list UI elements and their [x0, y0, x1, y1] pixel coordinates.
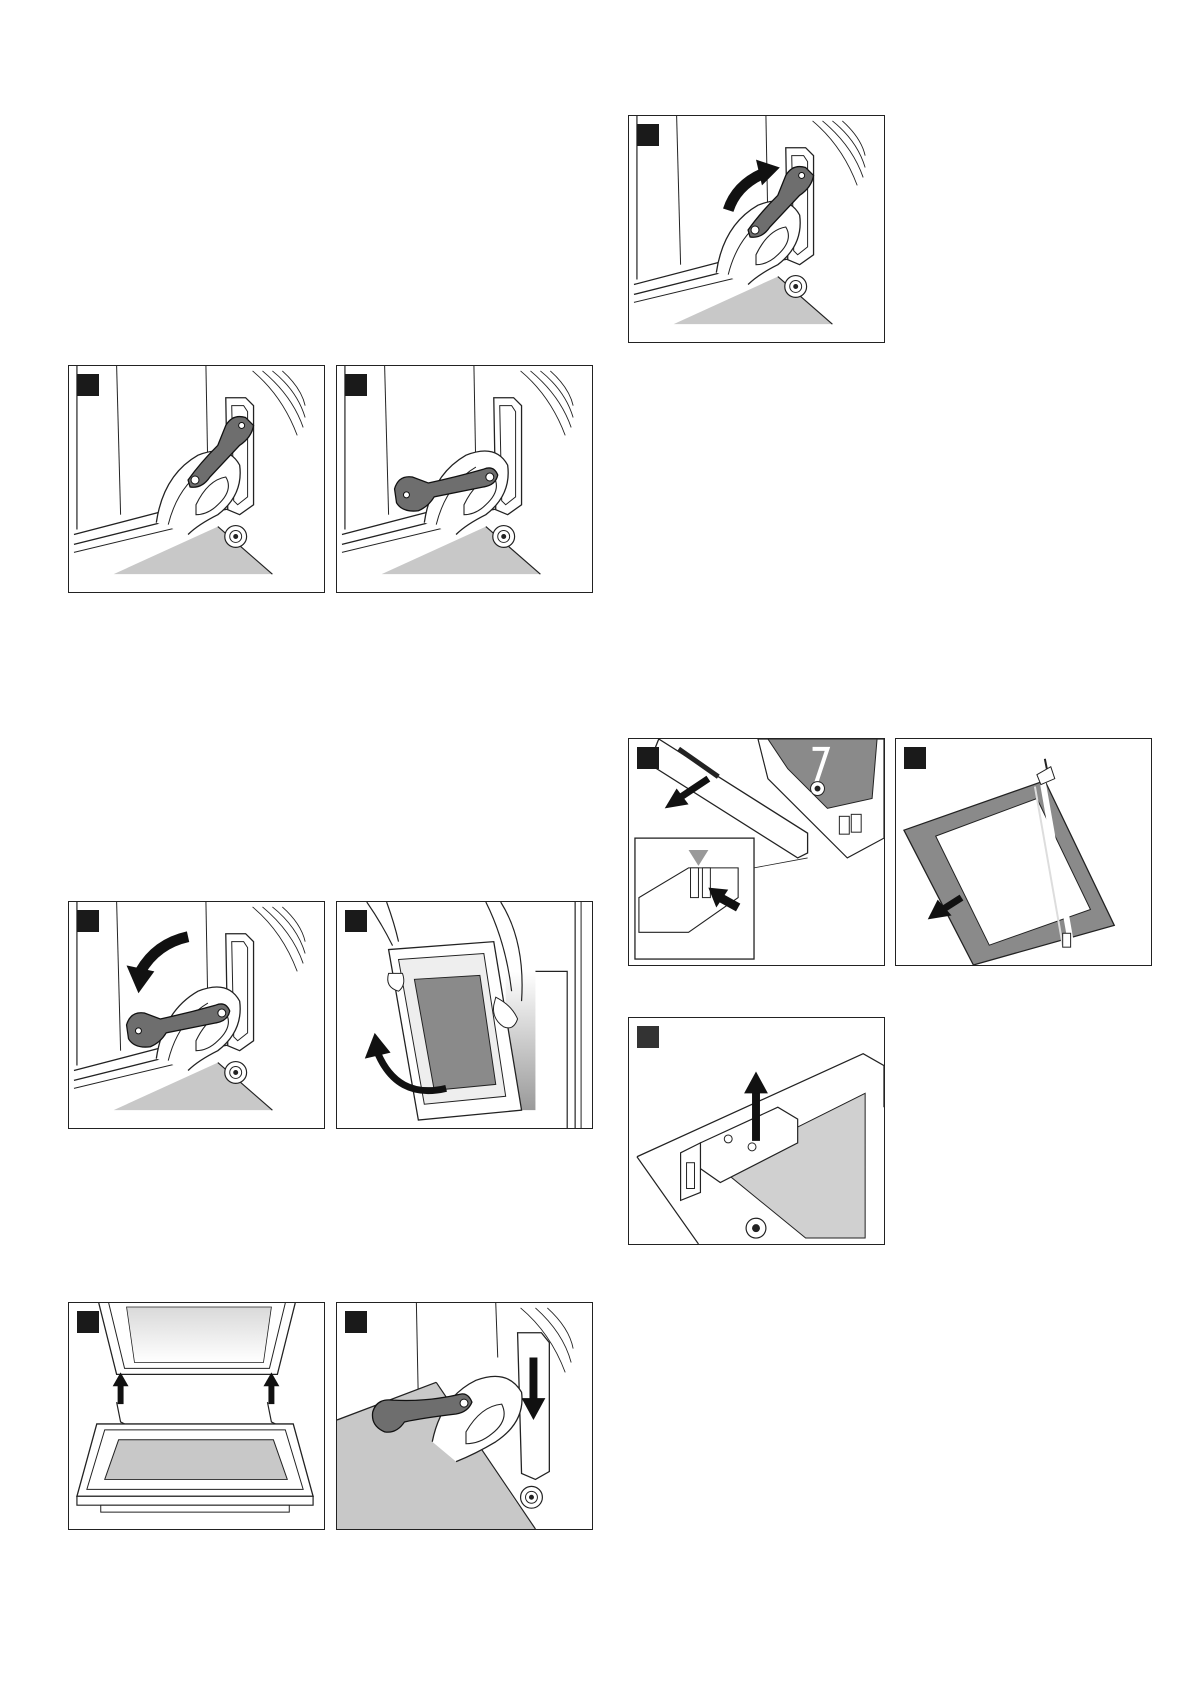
figure-hinge-lever-push-down	[336, 1302, 593, 1530]
step-badge	[77, 374, 99, 396]
figure-hinge-lever-fold-down	[68, 901, 325, 1129]
step-badge	[637, 1026, 659, 1048]
figure-pane-clip-lift	[628, 1017, 885, 1245]
oven-hinge-icon	[337, 366, 592, 592]
figure-hinge-lever-open	[336, 365, 593, 593]
figure-inner-pane-pull-out	[895, 738, 1152, 966]
figure-hinge-lever-fold-up	[628, 115, 885, 343]
figure-hinge-lever-closed	[68, 365, 325, 593]
oven-hinge-icon	[69, 902, 324, 1128]
step-badge	[637, 747, 659, 769]
step-badge	[345, 910, 367, 932]
oven-hinge-icon	[629, 116, 884, 342]
step-badge	[904, 747, 926, 769]
oven-door-removal-icon	[337, 902, 592, 1128]
step-badge	[77, 910, 99, 932]
oven-hinge-icon	[337, 1303, 592, 1529]
figure-door-hook-in	[68, 1302, 325, 1530]
step-badge	[77, 1311, 99, 1333]
figure-door-trim-removal	[628, 738, 885, 966]
oven-door-fitting-icon	[69, 1303, 324, 1529]
glass-pane-icon	[896, 739, 1151, 965]
step-badge	[345, 1311, 367, 1333]
pane-clip-icon	[629, 1018, 884, 1244]
door-trim-icon	[629, 739, 884, 965]
step-badge	[345, 374, 367, 396]
figure-door-lift-off	[336, 901, 593, 1129]
oven-hinge-icon	[69, 366, 324, 592]
step-badge	[637, 124, 659, 146]
